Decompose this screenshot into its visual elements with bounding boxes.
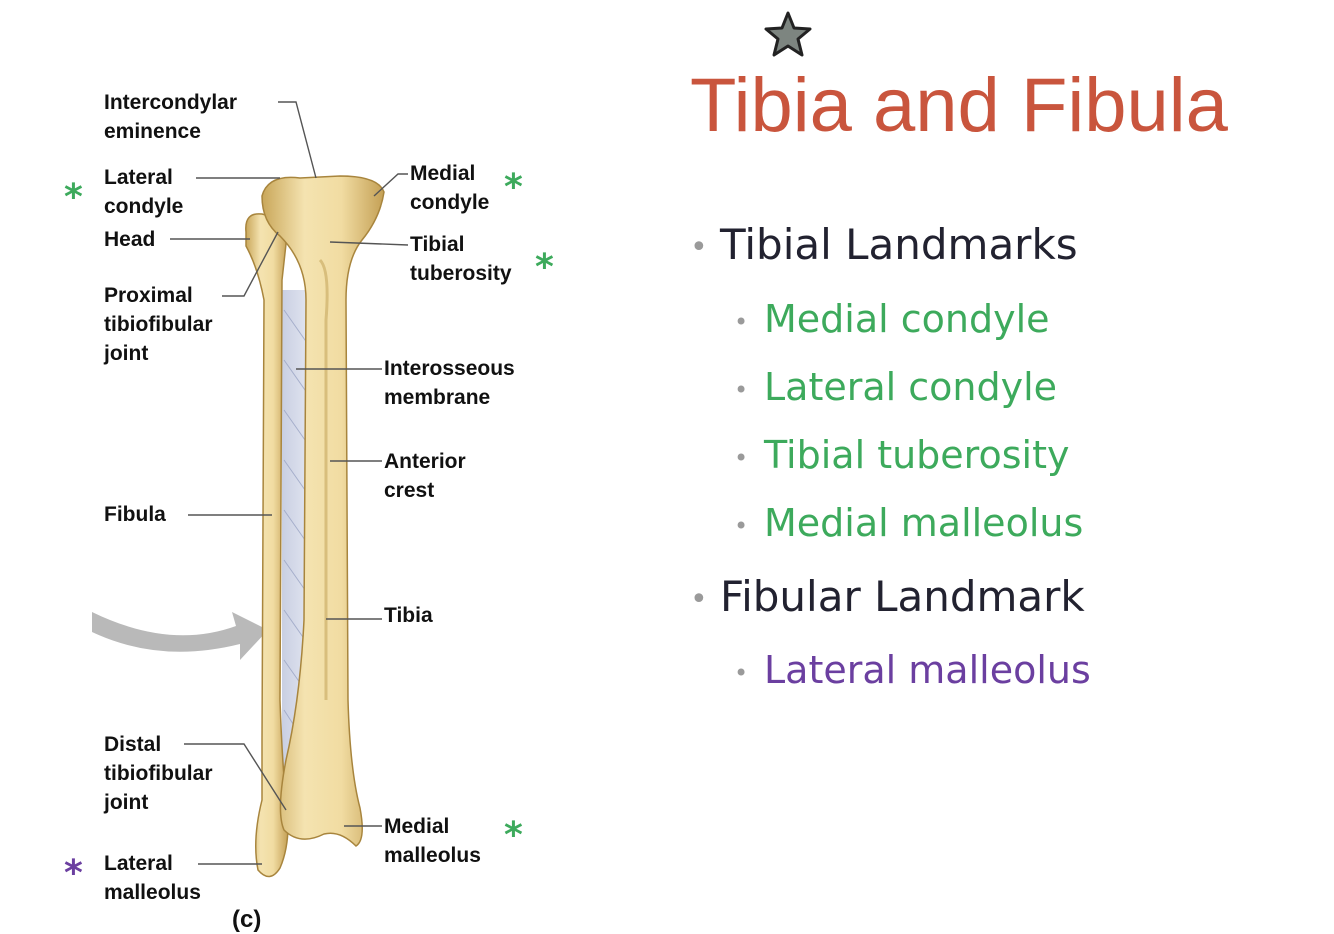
label-intercondylar-eminence: Intercondylar eminence <box>104 91 238 143</box>
label-medial-malleolus: Medial malleolus <box>384 815 481 867</box>
label-lateral-condyle: Lateral condyle <box>104 166 184 218</box>
label-tibial-tuberosity: Tibial tuberosity <box>410 233 512 285</box>
bone-illustration <box>92 101 409 878</box>
list-item-lateral-condyle: Lateral condyle <box>764 365 1058 409</box>
bullet-dot: • <box>734 659 749 687</box>
tibial-landmarks-heading: Tibial Landmarks <box>720 220 1078 269</box>
label-head: Head <box>104 228 156 251</box>
list-item-medial-condyle: Medial condyle <box>764 297 1050 341</box>
figure-caption: (c) <box>232 906 262 933</box>
tibia-fibula-diagram: Intercondylar eminence Lateral condyle H… <box>0 0 640 933</box>
list-item-lateral-malleolus: Lateral malleolus <box>764 648 1091 692</box>
star-icon <box>764 11 812 57</box>
label-anterior-crest: Anterior crest <box>384 450 466 502</box>
label-distal-tibiofibular-joint: Distal tibiofibular joint <box>104 733 213 814</box>
label-medial-condyle: Medial condyle <box>410 162 490 214</box>
label-proximal-tibiofibular-joint: Proximal tibiofibular joint <box>104 284 213 365</box>
curved-arrow-icon <box>92 612 268 660</box>
label-fibula: Fibula <box>104 503 166 526</box>
slide-title: Tibia and Fibula <box>690 63 1228 148</box>
bullet-dot: • <box>734 376 749 404</box>
asterisk-marker-lateral-malleolus: * <box>64 853 83 894</box>
asterisk-marker-medial-malleolus: * <box>504 815 523 856</box>
tibia-bone <box>261 175 385 847</box>
leader-lines <box>170 101 409 865</box>
bullet-dot: • <box>734 512 749 540</box>
bullet-dot: • <box>734 308 749 336</box>
asterisk-marker-medial-condyle: * <box>504 167 523 208</box>
bullet-dot: • <box>690 230 708 265</box>
asterisk-marker-tibial-tuberosity: * <box>535 247 554 288</box>
bullet-dot: • <box>690 582 708 617</box>
bullet-dot: • <box>734 444 749 472</box>
list-item-tibial-tuberosity: Tibial tuberosity <box>764 433 1070 477</box>
list-item-medial-malleolus: Medial malleolus <box>764 501 1084 545</box>
label-tibia: Tibia <box>384 604 433 627</box>
fibular-landmark-heading: Fibular Landmark <box>720 572 1085 621</box>
label-lateral-malleolus: Lateral malleolus <box>104 852 201 904</box>
fibula-bone <box>245 213 289 878</box>
label-interosseous-membrane: Interosseous membrane <box>384 357 515 409</box>
asterisk-marker-lateral-condyle: * <box>64 177 83 218</box>
